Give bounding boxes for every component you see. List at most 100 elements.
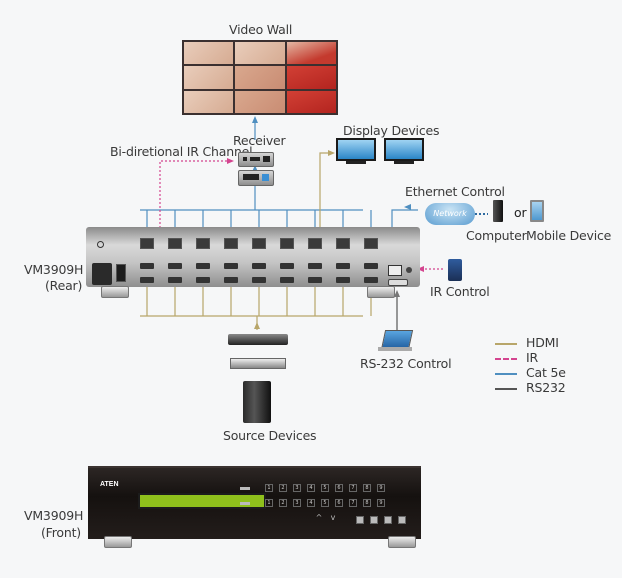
input-select-button[interactable]: 2 — [279, 484, 287, 492]
input-select-button[interactable]: 9 — [377, 484, 385, 492]
wall-tile — [235, 66, 285, 89]
pc-tower-icon — [243, 381, 271, 423]
ethernet-control-label: Ethernet Control — [405, 184, 505, 199]
input-select-button[interactable]: 5 — [321, 484, 329, 492]
row-label — [240, 487, 250, 490]
hdmi-output-port — [224, 263, 238, 269]
hdmi-input-port — [168, 277, 182, 283]
output-select-button[interactable]: 2 — [279, 499, 287, 507]
cat5e-port — [168, 238, 182, 249]
output-select-button[interactable]: 3 — [293, 499, 301, 507]
cat5e-port — [364, 238, 378, 249]
ir-port — [406, 267, 412, 273]
wall-tile — [184, 66, 234, 89]
wall-tile — [184, 42, 234, 65]
rs232-control-label: RS-232 Control — [360, 356, 452, 371]
hdmi-input-port — [336, 277, 350, 283]
display-monitor-icon — [384, 138, 424, 164]
or-label: or — [514, 205, 527, 220]
video-wall-label: Video Wall — [229, 22, 293, 37]
display-devices-label: Display Devices — [343, 123, 440, 138]
wall-tile — [286, 90, 336, 113]
hdmi-input-port — [308, 277, 322, 283]
input-select-button[interactable]: 7 — [349, 484, 357, 492]
hdmi-input-port — [252, 277, 266, 283]
output-select-button[interactable]: 5 — [321, 499, 329, 507]
hdmi-output-port — [196, 263, 210, 269]
receiver-top-unit — [238, 152, 274, 167]
display-monitor-icon — [336, 138, 376, 164]
front-model-label: VM3909H — [24, 508, 84, 523]
legend-label: Cat 5e — [526, 365, 566, 380]
cat5e-port — [336, 238, 350, 249]
source-devices-label: Source Devices — [223, 428, 317, 443]
power-socket-icon — [92, 263, 112, 285]
cat5e-port — [280, 238, 294, 249]
input-select-button[interactable]: 6 — [335, 484, 343, 492]
output-select-button[interactable]: 9 — [377, 499, 385, 507]
hdmi-input-port — [224, 277, 238, 283]
nav-down-button[interactable]: v — [330, 513, 336, 522]
device-foot — [101, 286, 129, 298]
output-select-button[interactable]: 1 — [265, 499, 273, 507]
input-select-button[interactable]: 1 — [265, 484, 273, 492]
computer-icon — [493, 200, 503, 222]
power-switch[interactable] — [116, 264, 126, 282]
cat5e-port — [140, 238, 154, 249]
output-select-button[interactable]: 4 — [307, 499, 315, 507]
wall-tile — [286, 42, 336, 65]
function-button[interactable] — [370, 516, 378, 524]
laptop-base — [378, 347, 412, 351]
legend-label: IR — [526, 350, 538, 365]
arrow-display — [328, 150, 335, 156]
hdmi-input-port — [140, 277, 154, 283]
network-cloud-icon: Network — [425, 203, 475, 225]
hdmi-output-port — [336, 263, 350, 269]
function-button[interactable] — [384, 516, 392, 524]
wall-tile — [184, 90, 234, 113]
receiver-bottom-unit — [238, 170, 274, 186]
cat5e-port — [224, 238, 238, 249]
arrow-wall-up — [252, 116, 258, 123]
hdmi-output-port — [252, 263, 266, 269]
wall-tile — [235, 42, 285, 65]
hdmi-output-port — [364, 263, 378, 269]
hdmi-output-port — [308, 263, 322, 269]
output-select-button[interactable]: 8 — [363, 499, 371, 507]
output-select-button[interactable]: 7 — [349, 499, 357, 507]
legend-label: RS232 — [526, 380, 566, 395]
mobile-device-label: Mobile Device — [526, 228, 612, 243]
hdmi-input-port — [364, 277, 378, 283]
hdmi-output-port — [140, 263, 154, 269]
hdmi-input-port — [196, 277, 210, 283]
receiver-label: Receiver — [233, 133, 286, 148]
aten-logo: ATEN — [100, 481, 119, 488]
function-button[interactable] — [356, 516, 364, 524]
hdmi-input-port — [280, 277, 294, 283]
function-button[interactable] — [398, 516, 406, 524]
input-select-button[interactable]: 4 — [307, 484, 315, 492]
cat5e-port — [308, 238, 322, 249]
wall-tile — [235, 90, 285, 113]
video-wall — [182, 40, 338, 115]
arrow-source-up — [254, 322, 260, 329]
ir-remote-icon — [448, 259, 462, 281]
input-select-button[interactable]: 3 — [293, 484, 301, 492]
legend-label: HDMI — [526, 335, 559, 350]
nav-up-button[interactable]: ^ — [315, 513, 323, 522]
hdmi-to-display — [319, 152, 330, 254]
input-select-button[interactable]: 8 — [363, 484, 371, 492]
device-foot — [367, 286, 395, 298]
ir-control-label: IR Control — [430, 284, 490, 299]
rear-model-label: VM3909H — [24, 262, 84, 277]
legend-swatch-rs232 — [495, 388, 517, 390]
arrow-rs232 — [394, 290, 400, 297]
device-foot — [104, 536, 132, 548]
vm3909h-rear-panel — [86, 227, 420, 287]
media-player-icon — [230, 358, 286, 369]
ir-channel-label: Bi-diretional IR Channel — [110, 144, 253, 159]
ground-screw-icon — [97, 241, 104, 248]
output-select-button[interactable]: 6 — [335, 499, 343, 507]
front-sub-label: (Front) — [41, 525, 81, 540]
computer-label: Computer — [466, 228, 527, 243]
